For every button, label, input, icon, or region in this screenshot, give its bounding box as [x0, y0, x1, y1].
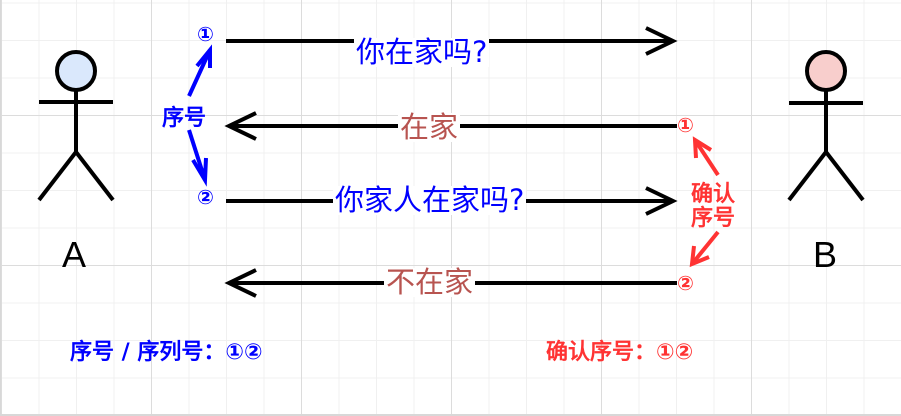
- sequence-marker-2: ②: [197, 185, 214, 209]
- message-label-4: 不在家: [384, 265, 476, 299]
- message-label-3: 你家人在家吗?: [333, 183, 527, 217]
- sequence-note: 序号 / 序列号：①②: [70, 340, 263, 365]
- actor-a-head-icon: [55, 50, 97, 92]
- sequence-label: 序号: [162, 106, 207, 131]
- ack-label-line1: 确认: [691, 182, 736, 207]
- sequence-pointer-arrows: [187, 44, 212, 187]
- message-label-1: 你在家吗?: [354, 35, 490, 69]
- actor-b-label: B: [813, 234, 838, 275]
- actor-b-figure: [787, 50, 865, 202]
- actor-a-label: A: [62, 234, 87, 275]
- ack-note: 确认序号：①②: [546, 340, 694, 365]
- ack-label-line2: 序号: [691, 206, 736, 231]
- message-label-2: 在家: [398, 110, 461, 144]
- sequence-marker-1: ①: [197, 22, 214, 46]
- ack-pointer-arrows: [689, 136, 720, 268]
- ack-marker-1: ①: [677, 113, 694, 137]
- actor-a-figure: [37, 50, 115, 202]
- actor-b-head-icon: [805, 50, 847, 92]
- ack-marker-2: ②: [677, 271, 694, 295]
